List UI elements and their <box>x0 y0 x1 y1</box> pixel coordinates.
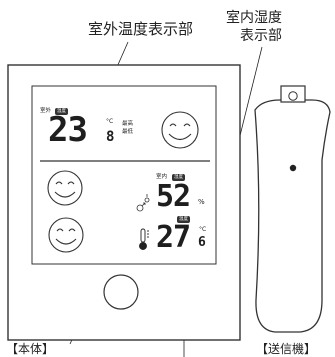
main-unit-label: 【本体】 <box>6 342 55 356</box>
indoor-display-callout-line1: 室内湿度 <box>226 10 282 26</box>
indoor-temperature-value: 27 <box>156 220 191 255</box>
indoor-temperature-decimal: 6 <box>198 235 206 250</box>
outdoor-temperature-decimal: 8 <box>106 129 115 145</box>
outdoor-display-callout: 室外温度表示部 <box>88 20 194 38</box>
indoor-label: 室内 <box>156 174 168 180</box>
main-unit-button <box>103 274 139 310</box>
smiley-icon-bottom-left <box>48 217 84 253</box>
humidity-unit: % <box>198 198 205 206</box>
outdoor-label: 室外 <box>40 108 52 114</box>
indoor-humidity-value: 52 <box>156 179 191 214</box>
min-label: 最低 <box>122 129 134 135</box>
lcd-panel <box>31 85 217 265</box>
transmitter-body <box>254 99 331 333</box>
transmitter-led <box>289 164 297 172</box>
outdoor-temp-badge: 温度 <box>55 108 68 115</box>
transmitter-label: 【送信機】 <box>256 342 317 356</box>
smiley-icon-middle-left <box>47 170 83 206</box>
humidity-badge: 湿度 <box>172 174 185 181</box>
indoor-temp-badge: 温度 <box>177 216 190 223</box>
outdoor-temperature-value: 23 <box>48 110 88 150</box>
smiley-icon-top-right <box>161 111 199 149</box>
outdoor-unit: °C <box>106 118 114 125</box>
thermometer-icon <box>139 228 149 250</box>
comfort-symbol-icon <box>136 194 150 212</box>
max-label: 最高 <box>122 121 134 127</box>
transmitter-hanger-hole <box>288 91 298 101</box>
indoor-display-callout-line2: 表示部 <box>240 28 282 44</box>
indoor-temp-unit: °C <box>199 226 207 233</box>
